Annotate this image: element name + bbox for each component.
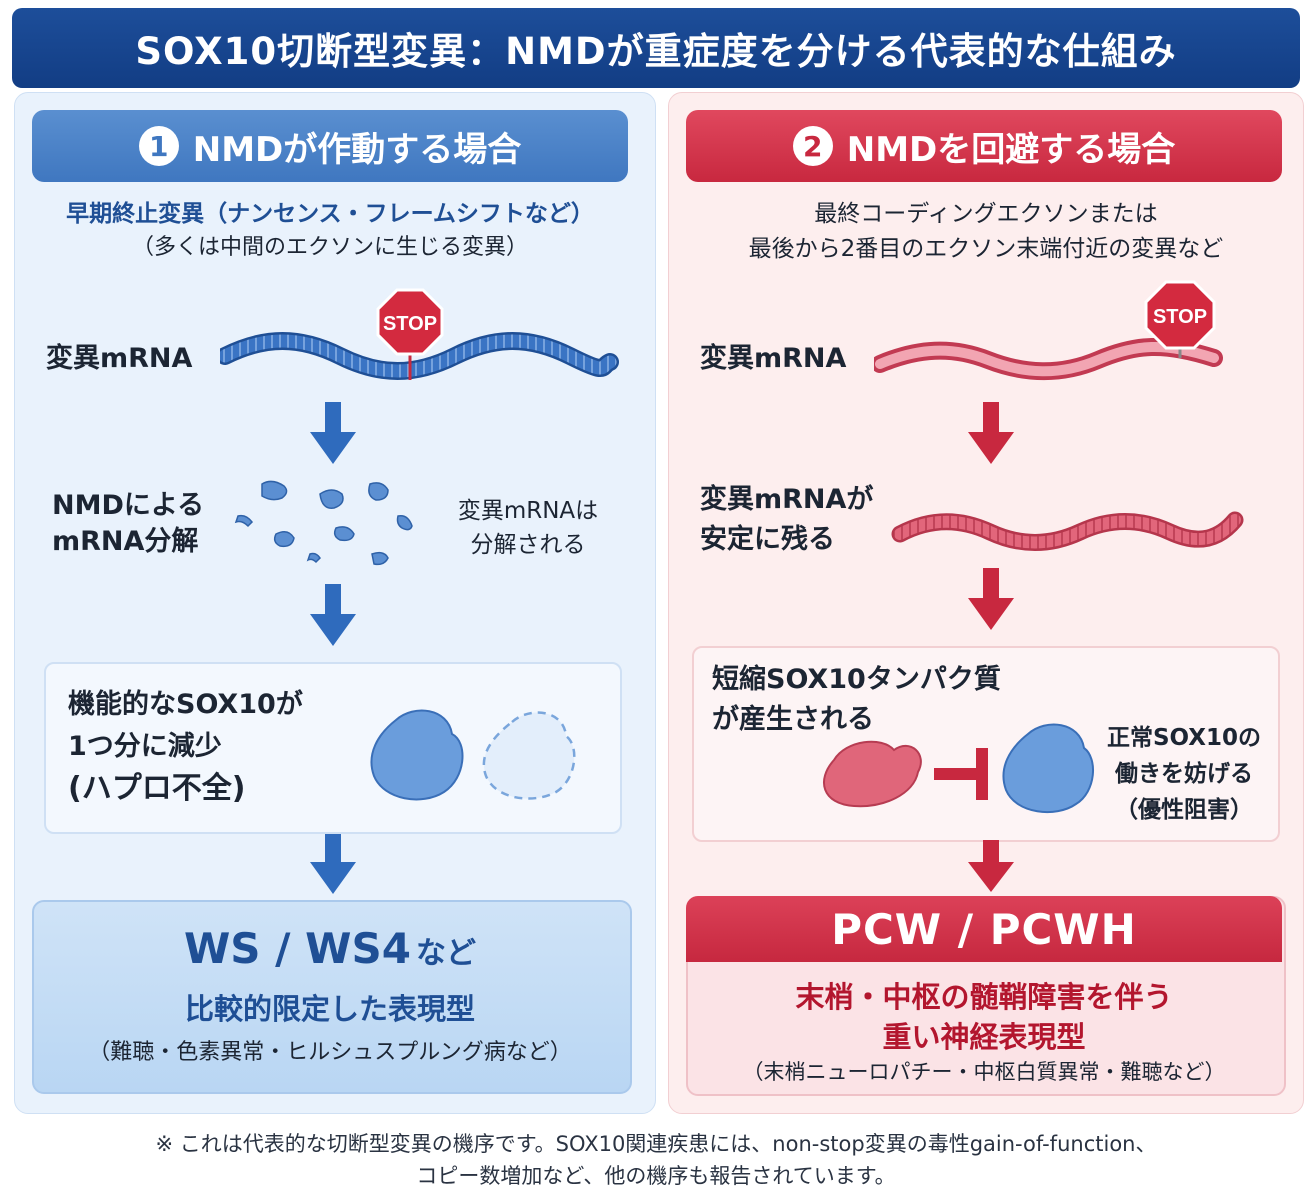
box-line1: 短縮SOX10タンパク質 <box>712 664 1001 695</box>
inhibit-line1: 正常SOX10の <box>1106 725 1262 751</box>
left-result-box <box>32 900 632 1094</box>
left-section-header: 1 NMDが作動する場合 <box>32 110 628 182</box>
left-subtitle-2: （多くは中間のエクソンに生じる変異） <box>131 235 528 260</box>
page-title: SOX10切断型変異：NMDが重症度を分ける代表的な仕組み <box>12 8 1300 88</box>
inhibition-illustration <box>823 723 1095 814</box>
right-mrna-label: 変異mRNA <box>700 343 847 374</box>
right-result-line3: （末梢ニューロパチー・中枢白質異常・難聴など） <box>742 1060 1226 1084</box>
right-subtitle-1: 最終コーディングエクソンまたは <box>814 201 1158 227</box>
number-badge: 1 <box>138 126 179 166</box>
right-section-header: 2 NMDを回避する場合 <box>686 110 1282 182</box>
decay-label: NMDによる mRNA分解 <box>52 488 204 560</box>
footnote-line2: コピー数増加など、他の機序も報告されています。 <box>416 1164 896 1188</box>
box-line1: 機能的なSOX10が <box>68 689 303 720</box>
mrna-fragment <box>371 551 389 566</box>
decay-note-line1: 変異mRNAは <box>457 498 599 524</box>
protein-icon <box>370 709 464 801</box>
box-line2: が産生される <box>712 704 874 735</box>
mrna-fragment <box>319 489 344 509</box>
down-arrow-icon <box>310 584 356 646</box>
down-arrow-icon <box>310 834 356 894</box>
mrna-fragment <box>234 514 253 528</box>
stable-label: 変異mRNAが 安定に残る <box>700 480 873 560</box>
stop-sign-text: STOP <box>1153 306 1207 328</box>
left-subtitle-1: 早期終止変異（ナンセンス・フレームシフトなど） <box>66 201 594 227</box>
stop-sign-icon <box>1144 280 1216 350</box>
left-result-title: WS / WS4 など <box>32 924 628 973</box>
missing-protein-icon <box>482 711 576 800</box>
truncated-protein-text: 短縮SOX10タンパク質 が産生される <box>712 660 1001 740</box>
stable-mrna-illustration <box>891 511 1244 551</box>
result-title-suffix: など <box>416 936 477 971</box>
left-heading: NMDが作動する場合 <box>192 129 522 170</box>
decay-note-line2: 分解される <box>470 532 586 558</box>
left-mrna-label: 変異mRNA <box>46 343 193 374</box>
truncated-protein-icon <box>823 740 922 808</box>
down-arrow-icon <box>310 402 356 464</box>
decay-label-line2: mRNA分解 <box>52 526 199 557</box>
mrna-fragment <box>333 526 355 542</box>
decay-note: 変異mRNAは 分解される <box>440 494 616 562</box>
inhibit-line2: 働きを妨げる <box>1115 761 1253 787</box>
right-result-line1: 末梢・中枢の髄鞘障害を伴う <box>795 980 1173 1014</box>
right-mrna-illustration: STOP <box>874 280 1223 381</box>
down-arrow-icon <box>968 568 1014 630</box>
right-heading: NMDを回避する場合 <box>846 129 1176 170</box>
footnote-line1: ※ これは代表的な切断型変異の機序です。SOX10関連疾患には、non-stop… <box>155 1132 1157 1156</box>
number-badge: 2 <box>792 126 833 166</box>
stop-sign-text: STOP <box>383 313 437 335</box>
mrna-fragment <box>368 482 389 501</box>
right-result-line2: 重い神経表現型 <box>882 1020 1086 1054</box>
inhibit-bar <box>934 768 976 780</box>
dominant-negative-note: 正常SOX10の 働きを妨げる （優性阻害） <box>1096 720 1272 828</box>
mrna-fragments-illustration <box>234 480 413 566</box>
down-arrow-icon <box>968 402 1014 464</box>
inhibit-line3: （優性阻害） <box>1115 797 1253 823</box>
mrna-fragment <box>261 480 288 501</box>
left-result-line1: 比較的限定した表現型 <box>184 992 475 1026</box>
haploinsufficiency-text: 機能的なSOX10が 1つ分に減少 (ハプロ不全) <box>68 684 303 810</box>
left-mrna-illustration: STOP <box>220 288 619 380</box>
stable-label-line2: 安定に残る <box>700 524 835 555</box>
right-result-title: PCW / PCWH <box>686 896 1282 962</box>
decay-label-line1: NMDによる <box>52 490 205 521</box>
dominant-negative-box <box>692 646 1280 842</box>
box-line3: (ハプロ不全) <box>68 771 246 806</box>
stable-label-line1: 変異mRNAが <box>700 484 874 515</box>
protein-illustration <box>370 709 576 801</box>
normal-protein-icon <box>1002 723 1095 814</box>
result-title: WS / WS4 <box>183 924 411 973</box>
right-subtitle-2: 最後から2番目のエクソン末端付近の変異など <box>748 236 1224 262</box>
down-arrow-icon <box>968 840 1014 892</box>
left-result-line2: （難聴・色素異常・ヒルシュスプルング病など） <box>88 1040 572 1065</box>
mrna-fragment <box>396 514 413 531</box>
stop-sign-icon <box>376 288 444 356</box>
mrna-fragment <box>306 552 321 564</box>
box-line2: 1つ分に減少 <box>68 731 222 762</box>
mrna-fragment <box>273 531 295 548</box>
